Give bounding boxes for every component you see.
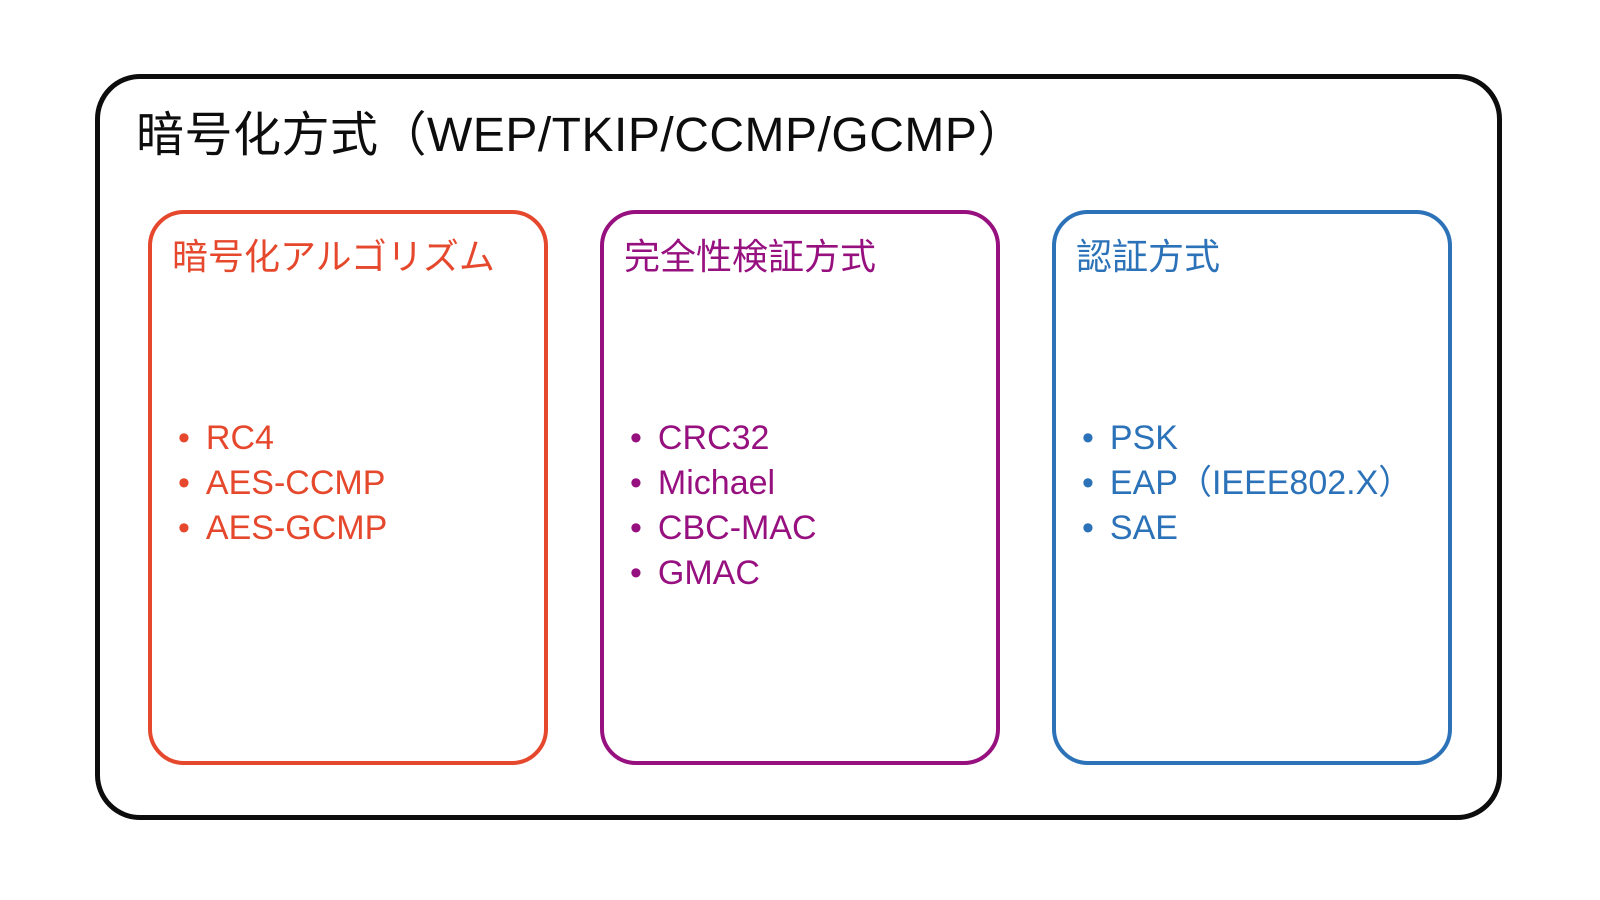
bullet-icon: • <box>178 464 190 502</box>
list-item: • RC4 <box>178 416 544 461</box>
diagram-title: 暗号化方式（WEP/TKIP/CCMP/GCMP） <box>136 109 1026 162</box>
item-label: AES-GCMP <box>205 509 388 547</box>
item-label: CRC32 <box>657 419 770 457</box>
list-item: • CBC-MAC <box>630 506 996 551</box>
item-label: RC4 <box>205 419 274 457</box>
item-label: CBC-MAC <box>657 509 817 547</box>
item-label: EAP（IEEE802.X） <box>1109 464 1413 502</box>
list-item: • CRC32 <box>630 416 996 461</box>
list-item: • EAP（IEEE802.X） <box>1082 461 1448 506</box>
bullet-icon: • <box>1082 419 1094 457</box>
item-label: SAE <box>1109 509 1178 547</box>
bullet-icon: • <box>630 509 642 547</box>
bullet-icon: • <box>178 419 190 457</box>
group-title-encryption-algorithm: 暗号化アルゴリズム <box>172 236 495 277</box>
bullet-icon: • <box>1082 509 1094 547</box>
item-label: GMAC <box>657 554 760 592</box>
encryption-methods-frame: 暗号化方式（WEP/TKIP/CCMP/GCMP） 暗号化アルゴリズム • RC… <box>95 74 1502 820</box>
bullet-icon: • <box>630 464 642 502</box>
bullet-icon: • <box>178 509 190 547</box>
item-label: AES-CCMP <box>205 464 386 502</box>
group-item-list: • CRC32 • Michael • CBC-MAC • GMAC <box>604 416 996 596</box>
group-authentication: 認証方式 • PSK • EAP（IEEE802.X） • SAE <box>1052 210 1452 765</box>
list-item: • Michael <box>630 461 996 506</box>
bullet-icon: • <box>630 419 642 457</box>
list-item: • SAE <box>1082 506 1448 551</box>
group-item-list: • PSK • EAP（IEEE802.X） • SAE <box>1056 416 1448 551</box>
list-item: • AES-CCMP <box>178 461 544 506</box>
item-label: PSK <box>1109 419 1178 457</box>
bullet-icon: • <box>630 554 642 592</box>
group-item-list: • RC4 • AES-CCMP • AES-GCMP <box>152 416 544 551</box>
list-item: • GMAC <box>630 551 996 596</box>
group-title-authentication: 認証方式 <box>1076 236 1221 277</box>
item-label: Michael <box>657 464 776 502</box>
bullet-icon: • <box>1082 464 1094 502</box>
list-item: • PSK <box>1082 416 1448 461</box>
group-title-integrity-check: 完全性検証方式 <box>624 236 877 277</box>
list-item: • AES-GCMP <box>178 506 544 551</box>
group-integrity-check: 完全性検証方式 • CRC32 • Michael • CBC-MAC • GM… <box>600 210 1000 765</box>
group-encryption-algorithm: 暗号化アルゴリズム • RC4 • AES-CCMP • AES-GCMP <box>148 210 548 765</box>
